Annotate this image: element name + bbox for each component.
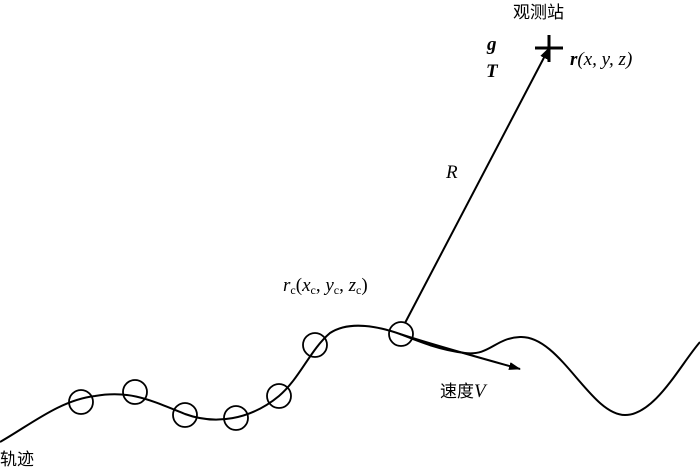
sample-point [172,402,198,428]
velocity-arrow [399,333,521,370]
sample-point [68,389,94,415]
source-position-label: rc(xc, yc, zc) [283,275,368,297]
gravity-label: g [487,34,497,55]
velocity-label: 速度V [440,381,486,402]
trajectory-curve [0,324,700,443]
sample-point-current [388,321,414,347]
sample-point [122,379,148,405]
station-cross-icon [535,35,563,62]
sample-point [302,332,328,358]
sample-point [223,405,249,431]
trajectory-label: 轨迹 [0,450,34,470]
tensor-label: T [486,61,498,82]
range-label: R [446,162,458,183]
range-vector-R [404,47,550,324]
sample-points [68,321,414,431]
station-label: 观测站 [513,3,564,23]
station-position-label: r(x, y, z) [570,49,633,70]
sample-point [266,383,292,409]
